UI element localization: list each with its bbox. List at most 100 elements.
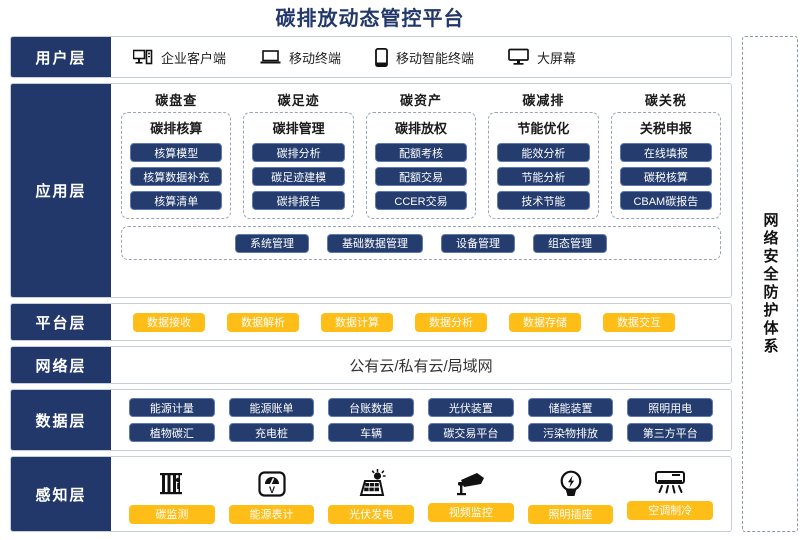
perception-pill-label[interactable]: 空调制冷 [627,500,714,520]
data-source-pill[interactable]: 充电桩 [228,423,315,442]
user-item-enterprise-client[interactable]: 企业客户端 [132,48,226,67]
data-source-pill[interactable]: 车辆 [328,423,415,442]
platform-pill-data-analysis[interactable]: 数据分析 [415,312,487,332]
layer-application-label: 应用层 [11,84,111,297]
data-source-pill[interactable]: 光伏装置 [428,398,514,417]
management-pill-device[interactable]: 设备管理 [441,233,515,253]
management-pill-basic-data[interactable]: 基础数据管理 [327,233,423,253]
app-column-subtitle: 碳排管理 [272,121,325,136]
data-source-pill[interactable]: 第三方平台 [627,423,714,442]
perception-item-lighting-socket[interactable]: 照明插座 [527,469,614,524]
app-feature-pill[interactable]: 碳税核算 [619,167,713,186]
network-security-label: 网络安全防护体系 [761,212,779,356]
user-item-mobile-terminal[interactable]: 移动终端 [260,48,341,67]
layer-platform: 平台层 数据接收 数据解析 数据计算 数据分析 数据存储 数据交互 [10,303,732,341]
app-feature-pill[interactable]: 节能分析 [497,167,590,186]
layer-perception-body: 碳监测 V 能源表计 [111,457,731,531]
perception-item-energy-meter[interactable]: V 能源表计 [228,469,315,524]
data-source-pill[interactable]: 碳交易平台 [428,423,514,442]
layer-data: 数据层 能源计量 能源账单 台账数据 光伏装置 储能装置 照明用电 植物碳汇 充… [10,389,732,451]
desktop-tower-icon [132,49,153,66]
app-column-subtitle: 碳排放权 [395,121,448,136]
app-feature-pill[interactable]: 技术节能 [497,191,590,210]
layer-user-body: 企业客户端 移动终端 [111,37,731,77]
app-feature-pill[interactable]: 核算数据补充 [130,167,223,186]
app-feature-pill[interactable]: 配额考核 [374,143,468,162]
app-feature-pill[interactable]: 碳足迹建模 [252,167,345,186]
app-column-carbon-reduction: 碳减排 节能优化 能效分析 节能分析 技术节能 [488,90,599,219]
app-column-title: 碳减排 [522,93,565,108]
perception-pill-label[interactable]: 视频监控 [428,502,514,522]
layer-application: 应用层 碳盘查 碳排核算 核算模型 核算数据补充 核算清单 碳足迹 [10,83,732,298]
data-source-pill[interactable]: 污染物排放 [527,423,614,442]
perception-pill-label[interactable]: 照明插座 [527,504,614,524]
management-pill-configuration[interactable]: 组态管理 [533,233,607,253]
perception-item-carbon-monitor[interactable]: 碳监测 [129,469,215,524]
page-title: 碳排放动态管控平台 [275,8,465,30]
app-column-title: 碳足迹 [277,93,320,108]
network-description: 公有云/私有云/局域网 [349,357,493,375]
layer-application-body: 碳盘查 碳排核算 核算模型 核算数据补充 核算清单 碳足迹 碳排管理 碳排分析 [111,84,731,297]
layer-stack: 用户层 [10,36,732,532]
perception-item-video-surveillance[interactable]: 视频监控 [428,469,514,524]
app-feature-pill[interactable]: 碳排分析 [252,143,345,162]
user-item-list: 企业客户端 移动终端 [111,47,576,67]
monitor-icon [508,48,529,66]
management-strip: 系统管理 基础数据管理 设备管理 组态管理 [121,226,721,260]
app-column-carbon-tariff: 碳关税 关税申报 在线填报 碳税核算 CBAM碳报告 [610,90,722,219]
data-source-pill[interactable]: 台账数据 [328,398,415,417]
app-column-box: 关税申报 在线填报 碳税核算 CBAM碳报告 [610,112,722,219]
application-column-group: 碳盘查 碳排核算 核算模型 核算数据补充 核算清单 碳足迹 碳排管理 碳排分析 [121,90,722,219]
platform-pill-data-exchange[interactable]: 数据交互 [603,312,675,332]
app-column-title: 碳资产 [400,93,443,108]
platform-pill-data-storage[interactable]: 数据存储 [509,312,581,332]
app-column-box: 碳排管理 碳排分析 碳足迹建模 碳排报告 [243,112,354,219]
data-source-pill[interactable]: 储能装置 [527,398,614,417]
layer-platform-body: 数据接收 数据解析 数据计算 数据分析 数据存储 数据交互 [111,304,731,340]
data-source-row: 能源计量 能源账单 台账数据 光伏装置 储能装置 照明用电 [129,398,714,417]
data-source-pill[interactable]: 能源计量 [129,398,215,417]
app-column-carbon-asset: 碳资产 碳排放权 配额考核 配额交易 CCER交易 [365,90,477,219]
app-column-carbon-footprint: 碳足迹 碳排管理 碳排分析 碳足迹建模 碳排报告 [243,90,354,219]
perception-pill-label[interactable]: 光伏发电 [328,504,415,524]
perception-pill-label[interactable]: 碳监测 [129,504,215,524]
platform-pill-data-receive[interactable]: 数据接收 [133,312,205,332]
perception-item-air-conditioning[interactable]: 空调制冷 [627,469,714,524]
app-feature-pill[interactable]: 核算清单 [130,191,223,210]
data-source-pill[interactable]: 植物碳汇 [129,423,215,442]
layer-data-label: 数据层 [11,390,111,450]
app-feature-pill[interactable]: 碳排报告 [252,191,345,210]
data-source-grid: 能源计量 能源账单 台账数据 光伏装置 储能装置 照明用电 植物碳汇 充电桩 车… [111,398,731,442]
data-source-pill[interactable]: 能源账单 [228,398,315,417]
app-column-title: 碳盘查 [155,93,198,108]
data-source-row: 植物碳汇 充电桩 车辆 碳交易平台 污染物排放 第三方平台 [129,423,714,442]
user-item-large-screen[interactable]: 大屏幕 [508,48,576,67]
app-column-subtitle: 碳排核算 [150,121,203,136]
app-column-box: 节能优化 能效分析 节能分析 技术节能 [488,112,599,219]
platform-pill-data-parse[interactable]: 数据解析 [227,312,299,332]
user-item-label: 大屏幕 [537,50,577,66]
perception-item-photovoltaic[interactable]: 光伏发电 [328,468,415,524]
meter-gauge-icon: V [257,469,287,499]
layer-network-label: 网络层 [11,347,111,383]
svg-text:V: V [268,485,274,495]
user-item-label: 移动终端 [289,50,342,66]
app-feature-pill[interactable]: CCER交易 [374,191,468,210]
app-column-subtitle: 节能优化 [517,121,570,136]
app-feature-pill[interactable]: 配额交易 [374,167,468,186]
perception-item-grid: 碳监测 V 能源表计 [111,465,731,524]
lightbulb-bolt-icon [559,469,583,499]
user-item-smart-mobile-terminal[interactable]: 移动智能终端 [375,47,474,67]
data-source-pill[interactable]: 照明用电 [627,398,714,417]
management-pill-system[interactable]: 系统管理 [235,233,309,253]
app-feature-pill[interactable]: 在线填报 [619,143,713,162]
app-feature-pill[interactable]: 能效分析 [497,143,590,162]
app-feature-pill[interactable]: CBAM碳报告 [619,191,713,210]
app-column-subtitle: 关税申报 [639,121,692,136]
platform-pill-data-compute[interactable]: 数据计算 [321,312,393,332]
app-feature-pill[interactable]: 核算模型 [130,143,223,162]
app-column-box: 碳排核算 核算模型 核算数据补充 核算清单 [121,112,232,219]
perception-pill-label[interactable]: 能源表计 [228,504,315,524]
platform-item-list: 数据接收 数据解析 数据计算 数据分析 数据存储 数据交互 [111,312,675,332]
